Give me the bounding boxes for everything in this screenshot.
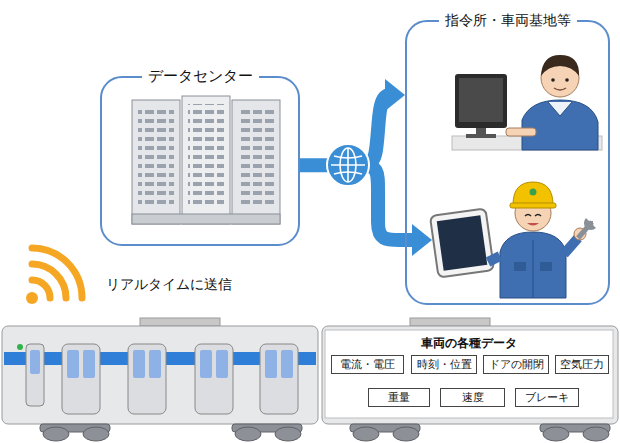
data-item: ブレーキ xyxy=(515,388,579,407)
node-text: 時刻・位置 xyxy=(417,357,472,372)
data-item: 重量 xyxy=(368,388,430,407)
server-racks xyxy=(132,96,280,224)
node-text: ドアの開閉 xyxy=(489,357,544,372)
node-heading: 指令所・車両基地等 xyxy=(439,11,577,29)
operator-figure xyxy=(452,55,602,150)
train-car xyxy=(2,318,618,441)
site-box: 指令所・車両基地等 xyxy=(405,20,610,305)
wireless-icon xyxy=(26,248,82,304)
branch-arrow xyxy=(360,165,432,256)
caption-label: リアルタイムに送信 xyxy=(106,276,232,292)
globe-icon xyxy=(327,144,369,186)
node-text: 空気圧力 xyxy=(560,357,604,372)
label-holder: リアルタイムに送信 xyxy=(106,274,232,294)
data-item: ドアの開閉 xyxy=(483,355,549,374)
node-heading: データセンター xyxy=(142,67,259,87)
node-text: 速度 xyxy=(462,390,484,405)
datacenter-box: データセンター xyxy=(100,76,300,246)
worker-figure xyxy=(430,182,596,298)
data-panel: 車両の各種データ電流・電圧 時刻・位置 ドアの開閉 空気圧力重量 速度 ブレーキ xyxy=(325,330,613,418)
data-item: 時刻・位置 xyxy=(411,355,477,374)
node-text: 重量 xyxy=(388,390,410,405)
data-item: 空気圧力 xyxy=(555,355,609,374)
node-heading: 車両の各種データ xyxy=(325,335,613,352)
arrow-head xyxy=(385,79,405,111)
data-item: 速度 xyxy=(440,388,505,407)
node-text: ブレーキ xyxy=(525,390,569,405)
node-text: 電流・電圧 xyxy=(340,357,395,372)
data-item: 電流・電圧 xyxy=(331,355,404,374)
